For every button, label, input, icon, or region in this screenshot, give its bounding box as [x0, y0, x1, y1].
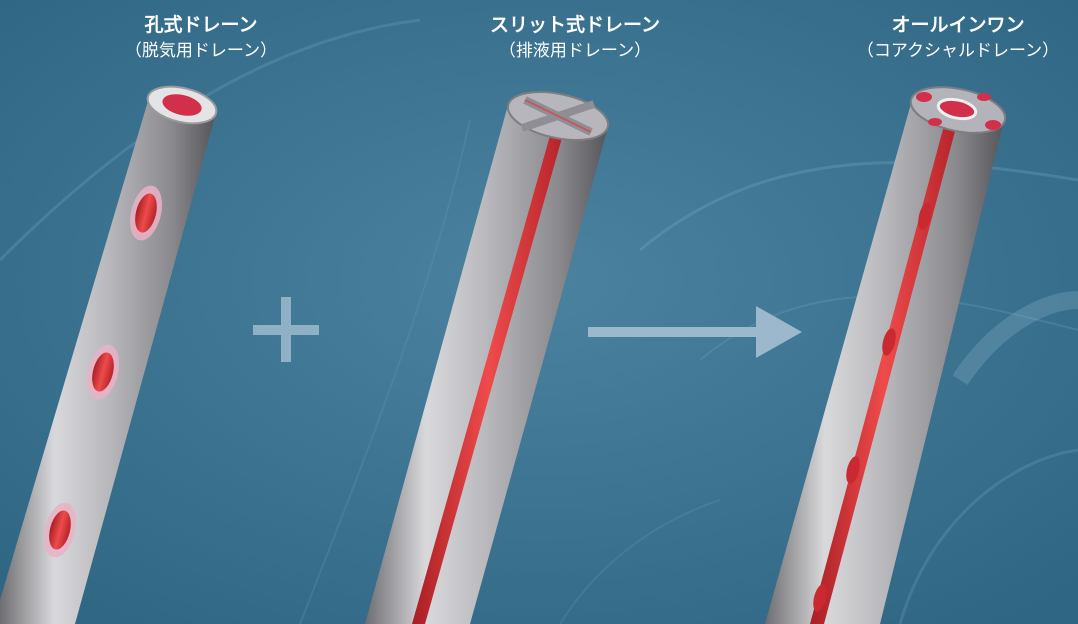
drain-label-slit: スリット式ドレーン （排液用ドレーン） [425, 12, 725, 64]
arrow-right-icon [588, 306, 802, 358]
drain-subtitle-slit: （排液用ドレーン） [498, 41, 652, 61]
drain-title-hole: 孔式ドレーン [144, 14, 258, 36]
drain-subtitle-coaxial: （コアクシャルドレーン） [856, 41, 1060, 61]
drain-label-hole: 孔式ドレーン （脱気用ドレーン） [51, 12, 351, 64]
drain-title-coaxial: オールインワン [891, 14, 1025, 36]
plus-icon [253, 297, 319, 362]
drain-subtitle-hole: （脱気用ドレーン） [124, 41, 278, 61]
tube-with-holes-icon [0, 85, 218, 624]
tube-with-slit-icon [365, 91, 610, 624]
drain-label-coaxial: オールインワン （コアクシャルドレーン） [808, 12, 1078, 64]
coaxial-tube-icon [765, 86, 1007, 624]
drain-title-slit: スリット式ドレーン [489, 14, 661, 36]
